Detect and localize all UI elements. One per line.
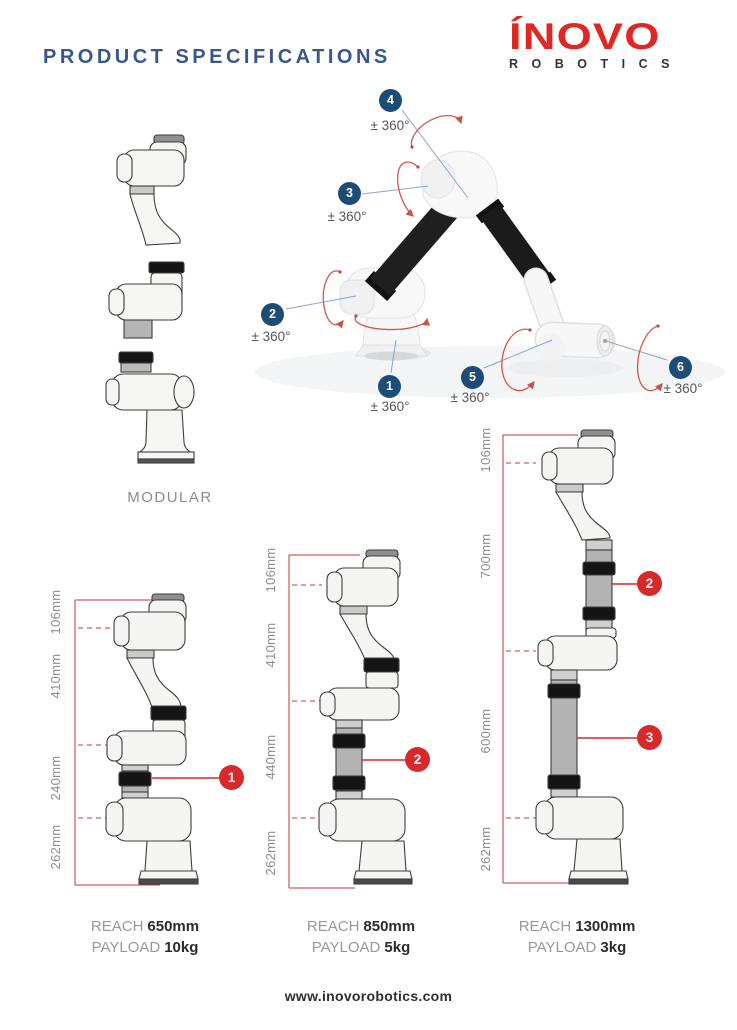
dim-650-262mm: 262mm	[48, 824, 63, 870]
hero-robot-arm	[255, 109, 725, 398]
website-url: www.inovorobotics.com	[284, 988, 453, 1004]
dim-850-410mm: 410mm	[263, 622, 278, 668]
joint-badge-2: 2	[261, 303, 284, 326]
joint-range-1: ± 360°	[370, 399, 410, 414]
joint-range-6: ± 360°	[663, 381, 703, 396]
reach-value: 650mm	[147, 918, 200, 935]
modular-part-elbow-link	[108, 261, 185, 339]
spec-robot-1300	[502, 429, 637, 885]
dim-1300-262mm: 262mm	[478, 826, 493, 872]
company-logo: ÍNOVO ROBOTICS	[509, 18, 701, 72]
spec-robot-850	[288, 549, 413, 889]
dim-1300-600mm: 600mm	[478, 708, 493, 754]
dim-850-106mm: 106mm	[263, 547, 278, 593]
reach-label: REACH	[306, 918, 360, 935]
joint-badge-5: 5	[461, 366, 484, 389]
hero-wrist	[523, 267, 616, 361]
joint-range-3: ± 360°	[327, 209, 367, 224]
dim-1300-106mm: 106mm	[478, 427, 493, 473]
hero-axis-lines	[285, 109, 668, 374]
payload-value: 3kg	[600, 939, 627, 956]
page-title: PRODUCT SPECIFICATIONS	[43, 46, 391, 68]
reach-value: 1300mm	[575, 918, 636, 935]
dim-850-262mm: 262mm	[263, 830, 278, 876]
dim-850-440mm: 440mm	[263, 734, 278, 780]
payload-value: 10kg	[164, 939, 199, 956]
reach-label: REACH	[518, 918, 572, 935]
module-badge-1300-2: 2	[637, 571, 662, 596]
dimension-lines-850	[288, 554, 360, 889]
hero-base	[339, 267, 428, 361]
joint-range-4: ± 360°	[370, 118, 410, 133]
joint-badge-6: 6	[669, 356, 692, 379]
payload-label: PAYLOAD	[91, 939, 161, 956]
logo-wordmark: ÍNOVO	[509, 16, 661, 57]
modular-label: MODULAR	[127, 489, 213, 506]
modular-part-base-link	[105, 351, 195, 464]
module-badge-650-1: 1	[219, 765, 244, 790]
joint-badge-3: 3	[338, 182, 361, 205]
payload-label: PAYLOAD	[311, 939, 381, 956]
logo-subtitle: ROBOTICS	[509, 57, 683, 71]
payload-value: 5kg	[384, 939, 411, 956]
dimension-lines-1300	[502, 434, 578, 884]
dim-650-240mm: 240mm	[48, 755, 63, 801]
modular-parts	[105, 134, 195, 464]
reach-label: REACH	[90, 918, 144, 935]
hero-rotation-arrows	[322, 114, 663, 392]
joint-badge-1: 1	[378, 375, 401, 398]
reach-value: 850mm	[363, 918, 416, 935]
joint-badge-4: 4	[379, 89, 402, 112]
dim-650-410mm: 410mm	[48, 653, 63, 699]
dim-650-106mm: 106mm	[48, 589, 63, 635]
joint-range-5: ± 360°	[450, 390, 490, 405]
module-badge-850-2: 2	[405, 747, 430, 772]
modular-part-wrist-link	[116, 134, 187, 246]
joint-range-2: ± 360°	[251, 329, 291, 344]
payload-label: PAYLOAD	[527, 939, 597, 956]
module-badge-1300-3: 3	[637, 725, 662, 750]
spec-robot-650	[74, 593, 219, 886]
dim-1300-700mm: 700mm	[478, 533, 493, 579]
